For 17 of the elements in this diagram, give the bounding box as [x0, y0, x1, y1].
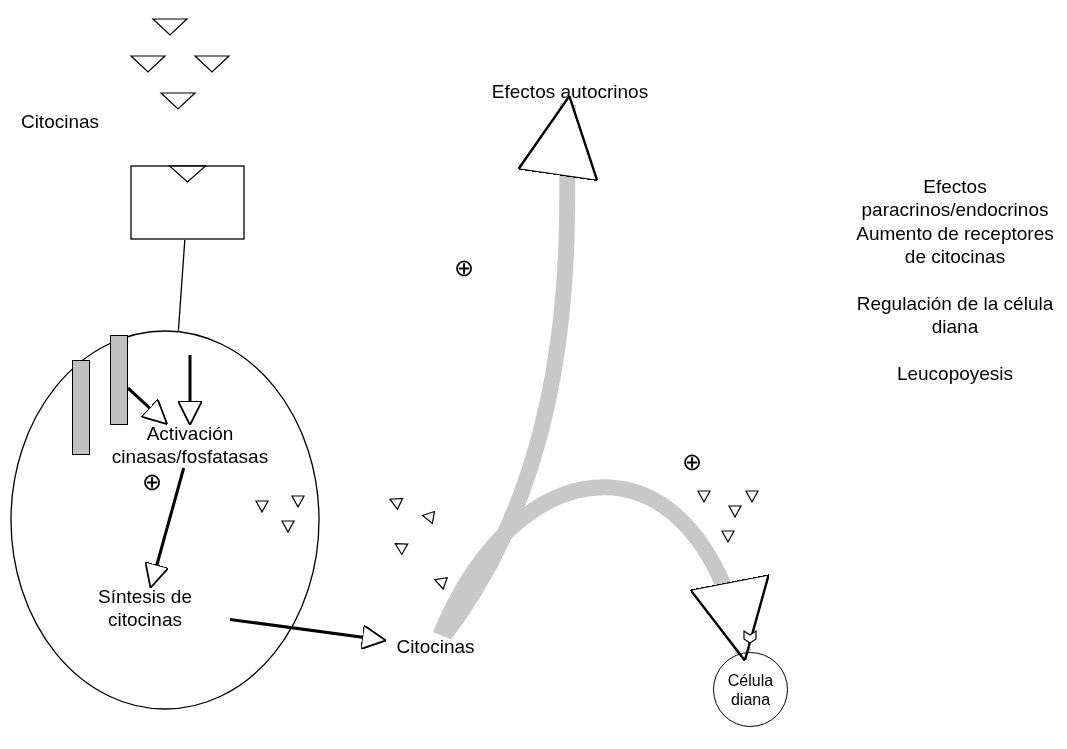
connector-line — [177, 239, 186, 332]
process-label: Activación cinasas/fosfatasas — [110, 422, 270, 468]
arrow — [177, 355, 203, 426]
process-label: Efectos autocrinos — [490, 80, 650, 103]
plus-sign: ⊕ — [141, 470, 163, 493]
plus-sign: ⊕ — [453, 256, 475, 279]
effect-text: Aumento de receptores de citocinas — [855, 222, 1055, 268]
cell-label: Célula diana — [726, 670, 775, 709]
plus-sign: ⊕ — [681, 450, 703, 473]
effect-text: Regulación de la célula diana — [855, 292, 1055, 338]
arrow — [144, 467, 186, 589]
arrow — [229, 617, 387, 650]
arrow — [127, 387, 168, 425]
cytokine-label: Citocinas — [19, 110, 101, 133]
process-label: Síntesis de citocinas — [97, 585, 193, 631]
effect-text: Efectos paracrinos/endocrinos — [860, 175, 1050, 221]
effect-text: Leucopoyesis — [895, 362, 1015, 385]
